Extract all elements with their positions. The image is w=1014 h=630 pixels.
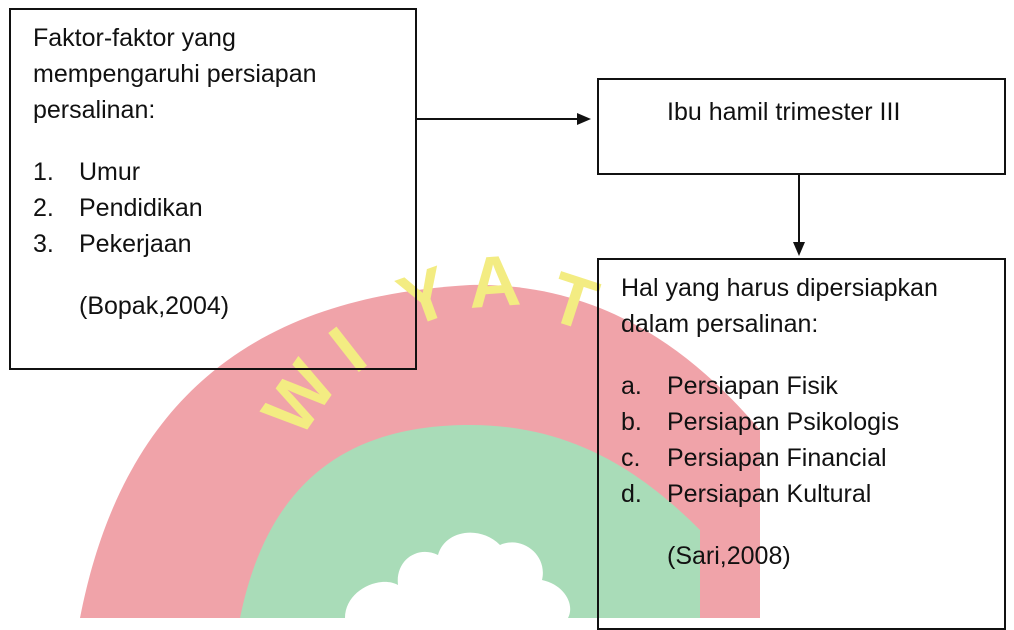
list-item-text: Umur (79, 158, 141, 186)
factors-heading-line-3: persalinan: (33, 96, 156, 124)
list-item-text: Persiapan Financial (667, 444, 887, 472)
list-marker: 1. (33, 158, 54, 186)
pregnant-box: Ibu hamil trimester III (597, 78, 1006, 175)
factors-heading-line-2: mempengaruhi persiapan (33, 60, 317, 88)
preparation-list-item: a. Persiapan Fisik (621, 368, 1004, 404)
list-item-text: Pendidikan (79, 194, 203, 222)
list-item-text: Pekerjaan (79, 230, 192, 258)
factors-list: 1. Umur 2. Pendidikan 3. Pekerjaan (33, 154, 415, 262)
preparation-list: a. Persiapan Fisik b. Persiapan Psikolog… (621, 368, 1004, 512)
list-marker: c. (621, 444, 641, 472)
pregnant-label: Ibu hamil trimester III (667, 98, 901, 126)
factors-list-item: 2. Pendidikan (33, 190, 415, 226)
preparation-heading-line-2: dalam persalinan: (621, 310, 819, 338)
arrow-factors-to-pregnant-head (577, 113, 591, 125)
list-marker: b. (621, 408, 642, 436)
factors-list-item: 3. Pekerjaan (33, 226, 415, 262)
watermark-white-emblem (345, 532, 571, 618)
preparation-list-item: d. Persiapan Kultural (621, 476, 1004, 512)
list-item-text: Persiapan Fisik (667, 372, 838, 400)
factors-list-item: 1. Umur (33, 154, 415, 190)
arrow-pregnant-to-preparation-head (793, 242, 805, 256)
list-marker: a. (621, 372, 642, 400)
watermark-letter-a: A (466, 241, 523, 324)
factors-citation: (Bopak,2004) (79, 292, 230, 320)
preparation-list-item: c. Persiapan Financial (621, 440, 1004, 476)
factors-heading-line-1: Faktor-faktor yang (33, 24, 236, 52)
preparation-heading-line-1: Hal yang harus dipersiapkan (621, 274, 938, 302)
watermark-inner-disc (240, 425, 700, 618)
preparation-citation: (Sari,2008) (667, 542, 791, 570)
list-marker: 2. (33, 194, 54, 222)
factors-box: Faktor-faktor yang mempengaruhi persiapa… (9, 8, 417, 370)
list-item-text: Persiapan Psikologis (667, 408, 900, 436)
list-item-text: Persiapan Kultural (667, 480, 872, 508)
list-marker: d. (621, 480, 642, 508)
preparation-list-item: b. Persiapan Psikologis (621, 404, 1004, 440)
list-marker: 3. (33, 230, 54, 258)
